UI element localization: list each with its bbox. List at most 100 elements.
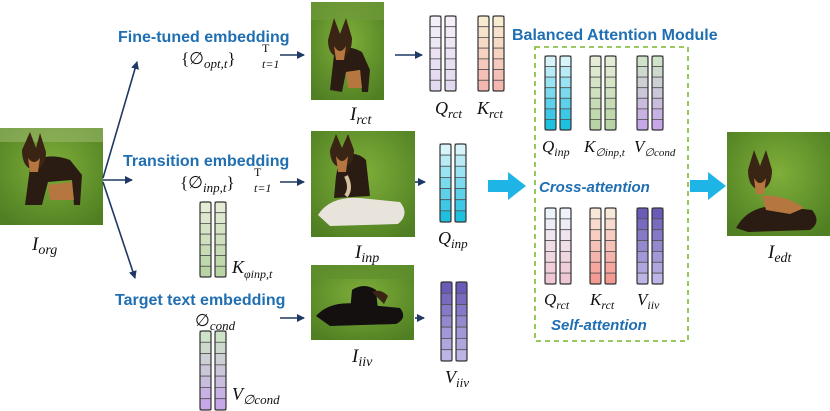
vec-module-q-rct-b-cell — [559, 240, 572, 252]
vec-k-phi-inp-t-b-cell — [214, 233, 227, 246]
label-i-org: Iorg — [31, 234, 57, 258]
vec-k-phi-inp-t-a-cell — [199, 244, 212, 256]
vec-q-inp-a-cell — [439, 188, 452, 201]
image-edt — [727, 132, 830, 236]
vec-module-v-iiv-a-cell — [636, 218, 649, 231]
vec-v-iiv-a-cell — [440, 326, 453, 339]
module-dashed-box — [534, 46, 689, 342]
vec-module-v-cond-b-cell — [651, 119, 664, 131]
vec-module-k-rct-a-cell — [589, 251, 602, 263]
vec-module-v-iiv-b-cell — [651, 272, 664, 285]
vec-module-v-cond-a-cell — [636, 87, 649, 99]
vec-module-k-inp-t-b-cell — [604, 66, 617, 78]
svg-text:{∅inp,t}: {∅inp,t} — [180, 173, 235, 195]
vec-v-cond-a — [199, 330, 212, 411]
vec-module-v-iiv-a-cell — [636, 240, 649, 252]
vec-module-k-rct-b-cell — [604, 240, 617, 252]
vec-module-v-cond-b — [651, 55, 664, 131]
flow-arrow-out-of-module — [690, 172, 726, 200]
vec-module-k-inp-t-a-cell — [589, 66, 602, 78]
vec-module-v-iiv-a-cell — [636, 229, 649, 241]
target-text-embedding-title: Target text embedding — [115, 292, 285, 309]
svg-text:T: T — [262, 41, 270, 55]
vec-q-inp-a-cell — [439, 154, 452, 167]
label-q-inp: Qinp — [438, 228, 468, 251]
arrow-org-to-finetuned — [102, 61, 139, 179]
vec-v-iiv-b-cell — [455, 349, 468, 362]
vec-module-q-inp-a-outline — [544, 55, 557, 131]
vec-module-q-inp-b — [559, 55, 572, 131]
vec-v-cond-a-cell — [199, 398, 212, 411]
vec-q-rct-b-cell — [444, 26, 457, 38]
vec-module-v-cond-b-outline — [651, 55, 664, 131]
formula-finetuned: {∅opt,t} T t=1 — [181, 41, 279, 71]
vec-k-phi-inp-t-b-cell — [214, 223, 227, 235]
vec-k-phi-inp-t-a-cell — [199, 233, 212, 246]
vec-k-phi-inp-t-a-outline — [199, 201, 212, 278]
vec-k-phi-inp-t-b — [214, 201, 227, 278]
vec-module-q-rct-a-cell — [544, 251, 557, 263]
vec-q-inp-a-cell — [439, 199, 452, 212]
vec-module-k-inp-t-a-cell — [589, 97, 602, 110]
vec-q-rct-b-outline — [444, 15, 457, 92]
vec-module-q-inp-b-cell — [559, 76, 572, 89]
vec-module-q-rct-b-cell — [559, 218, 572, 231]
vec-v-iiv-a-cell — [440, 304, 453, 317]
vec-module-q-inp-a-cell — [544, 66, 557, 78]
vector-stacks — [199, 15, 664, 411]
vec-q-inp-b — [454, 143, 467, 223]
label-v-iiv: Viiv — [445, 367, 469, 390]
vec-module-q-inp-b-outline — [559, 55, 572, 131]
vec-module-k-inp-t-a-cell — [589, 108, 602, 120]
vec-k-phi-inp-t-b-cell — [214, 265, 227, 278]
image-rct — [311, 2, 384, 100]
vec-v-iiv-b-cell — [455, 338, 468, 351]
vec-q-rct-b — [444, 15, 457, 92]
vec-q-rct-b-cell — [444, 69, 457, 81]
vec-module-v-iiv-a-cell — [636, 251, 649, 263]
vec-module-k-rct-b-cell — [604, 218, 617, 231]
vec-v-iiv-a-cell — [440, 338, 453, 351]
label-module-v-cond: V∅cond — [634, 137, 676, 159]
vec-v-iiv-a-cell — [440, 281, 453, 294]
vec-module-q-inp-a-cell — [544, 108, 557, 120]
vec-module-k-rct-b — [604, 207, 617, 285]
arrow-org-to-target — [102, 181, 137, 279]
vec-module-q-rct-a-cell — [544, 229, 557, 241]
vec-k-phi-inp-t-b-cell — [214, 244, 227, 256]
label-q-rct: Qrct — [435, 98, 462, 121]
vec-module-k-inp-t-b-cell — [604, 55, 617, 67]
vec-module-k-rct-a-cell — [589, 229, 602, 241]
vec-q-inp-b-cell — [454, 143, 467, 156]
vec-module-k-inp-t-a — [589, 55, 602, 131]
vec-q-inp-b-cell — [454, 188, 467, 201]
vec-v-cond-b-outline — [214, 330, 227, 411]
label-k-rct: Krct — [476, 98, 503, 121]
vec-v-cond-a-cell — [199, 387, 212, 400]
image-iiv — [311, 265, 414, 340]
vec-q-rct-a-cell — [429, 26, 442, 38]
vec-q-rct-a-cell — [429, 47, 442, 60]
vec-module-q-rct-b — [559, 207, 572, 285]
vec-q-inp-b-cell — [454, 165, 467, 178]
module-title: Balanced Attention Module — [512, 27, 718, 44]
vec-k-phi-inp-t-a-cell — [199, 223, 212, 235]
vec-module-v-cond-a — [636, 55, 649, 131]
vec-q-inp-b-outline — [454, 143, 467, 223]
vec-v-cond-a-outline — [199, 330, 212, 411]
vec-q-rct-a — [429, 15, 442, 92]
vec-k-rct-b-outline — [492, 15, 505, 92]
vec-k-rct-a-cell — [477, 47, 490, 60]
vec-module-k-inp-t-b-cell — [604, 76, 617, 89]
formula-transition: {∅inp,t} T t=1 — [180, 165, 271, 195]
vec-k-phi-inp-t-a-cell — [199, 201, 212, 214]
vec-v-cond-b — [214, 330, 227, 411]
vec-k-rct-b-cell — [492, 26, 505, 38]
vec-q-inp-a-cell — [439, 143, 452, 156]
vec-module-q-rct-a-cell — [544, 261, 557, 274]
vec-k-phi-inp-t-b-cell — [214, 255, 227, 267]
vec-q-inp-a-outline — [439, 143, 452, 223]
vec-module-q-inp-b-cell — [559, 66, 572, 78]
